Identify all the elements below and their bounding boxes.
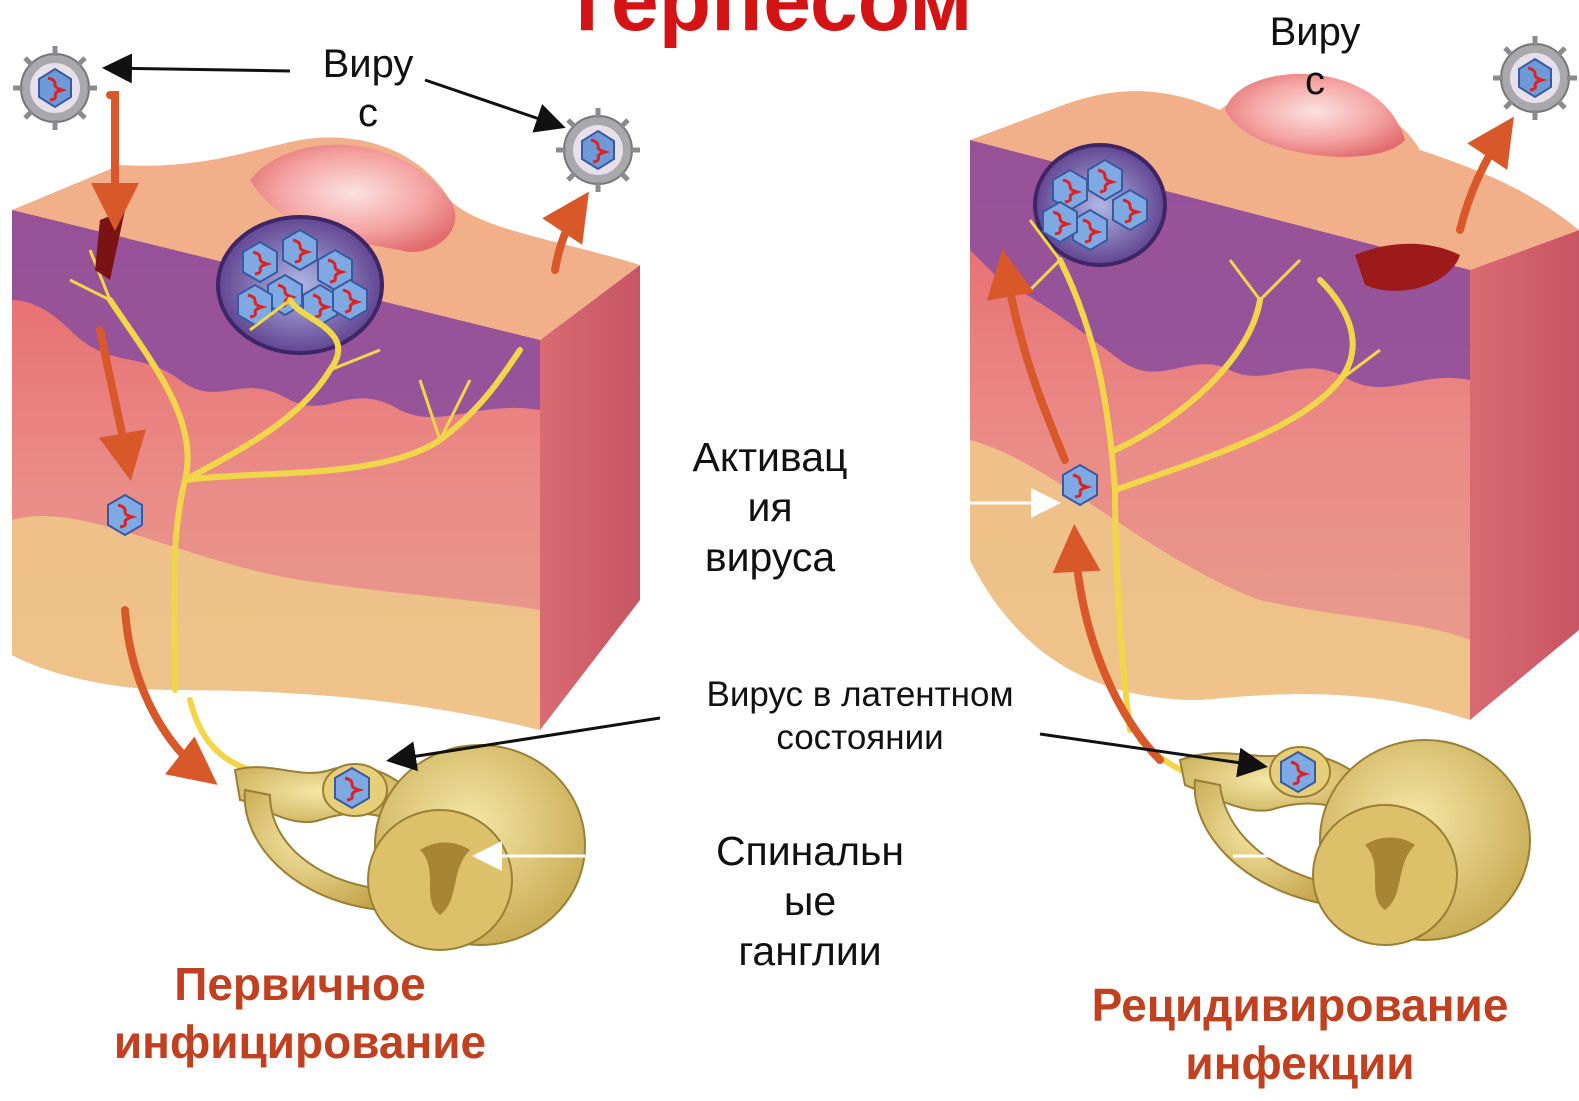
primary-infection-caption: Первичное инфицирование <box>40 956 560 1071</box>
left-skin-block <box>12 95 640 775</box>
free-virion-icon <box>556 108 640 192</box>
free-virion-icon <box>13 46 97 130</box>
free-virion-icon <box>1493 36 1577 120</box>
latent-virus-label: Вирус в латентном состоянии <box>650 674 1070 759</box>
activation-label: Активац ия вируса <box>650 432 890 582</box>
virus-label-right: Виру с <box>1245 8 1385 106</box>
title-fragment: герпесом <box>575 0 973 44</box>
spinal-ganglia-label: Спинальн ые ганглии <box>670 826 950 976</box>
right-ganglion <box>1180 740 1530 945</box>
recurrent-infection-caption: Рецидивирование инфекции <box>1040 977 1560 1092</box>
virus-label-left: Виру с <box>298 40 438 138</box>
left-ganglion <box>235 745 585 950</box>
